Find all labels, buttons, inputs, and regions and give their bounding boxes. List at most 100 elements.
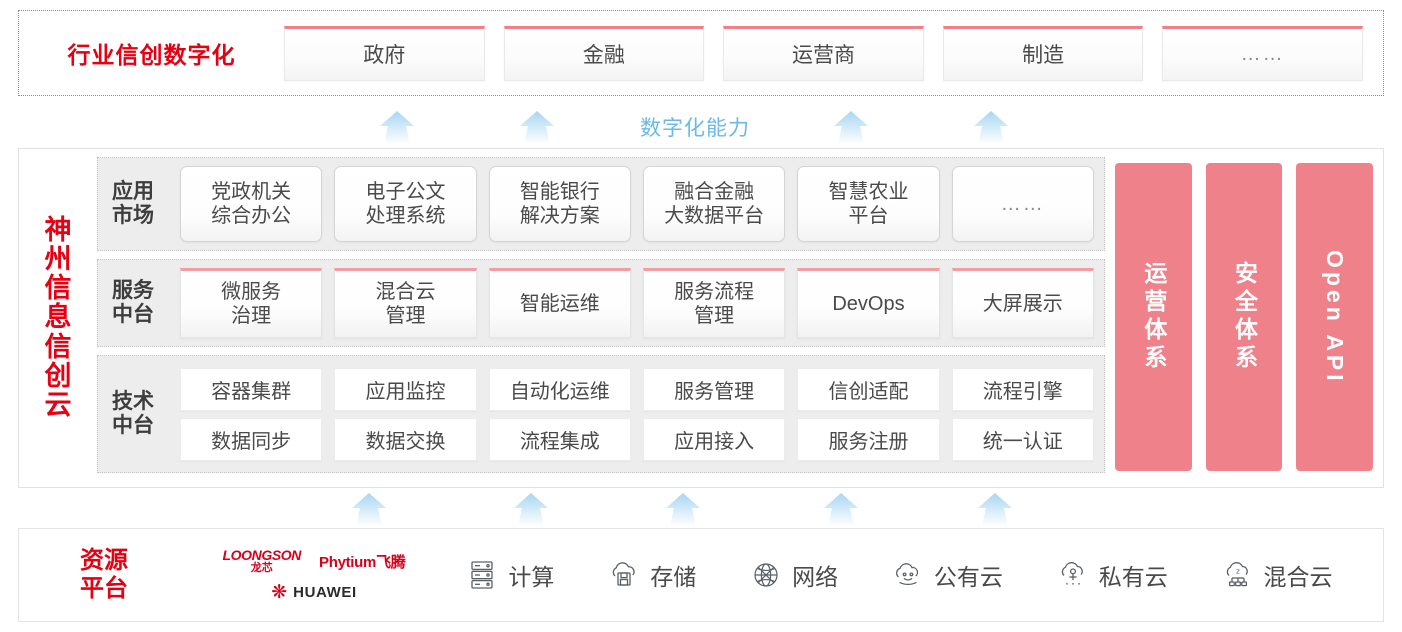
public-cloud-icon	[895, 563, 918, 586]
cell-line-2: 大数据平台	[664, 205, 765, 227]
side-bar-operations-system[interactable]: 运营体系	[1115, 163, 1192, 471]
app-cell-smart-bank-solution[interactable]: 智能银行 解决方案	[488, 166, 631, 242]
app-cell-smart-agriculture-platform[interactable]: 智慧农业 平台	[797, 166, 940, 242]
industry-band: 行业信创数字化 政府 金融 运营商 制造 ……	[18, 10, 1384, 96]
industry-box-government[interactable]: 政府	[284, 25, 485, 81]
app-cell-more[interactable]: ……	[951, 166, 1094, 242]
flow-arrow-up-4	[968, 110, 1014, 144]
cell-line-2: 解决方案	[519, 205, 600, 227]
flow-arrow-up-3	[828, 110, 874, 144]
layer-tech-platform: 技术 中台 容器集群 应用监控 自动化运维 服务管理 信创适配 流程引擎	[97, 355, 1105, 473]
hybrid-cloud-icon: z	[1226, 562, 1248, 587]
loongson-logo-en: LOONGSON	[222, 547, 302, 563]
layer-service-cells: 微服务 治理 混合云 管理 智能运维 服务流程 管理	[180, 268, 1094, 338]
resource-item-network[interactable]: 网络	[749, 558, 838, 592]
layer-tech-grid: 容器集群 应用监控 自动化运维 服务管理 信创适配 流程引擎 数据同步 数据交换…	[180, 367, 1094, 461]
cell-line-1: 混合云	[375, 280, 436, 303]
resource-platform-title: 资源 平台	[19, 547, 189, 604]
app-cell-party-government-office[interactable]: 党政机关 综合办公	[180, 166, 323, 242]
service-cell-large-screen-display[interactable]: 大屏展示	[951, 268, 1094, 338]
huawei-flower-icon: ❋	[271, 582, 288, 603]
network-globe-icon	[754, 563, 778, 587]
server-icon	[471, 561, 494, 589]
cell-line-1: DevOps	[832, 292, 905, 315]
cell-line-1: 微服务	[221, 280, 282, 303]
cloud-title-char-5: 信	[44, 331, 72, 362]
resource-item-storage[interactable]: 存储	[607, 558, 696, 592]
tech-cell-data-exchange[interactable]: 数据交换	[334, 417, 477, 461]
cloud-title-char-7: 云	[44, 389, 72, 420]
resource-item-compute[interactable]: 计算	[465, 558, 554, 592]
industry-box-more[interactable]: ……	[1162, 25, 1363, 81]
industry-box-list: 政府 金融 运营商 制造 ……	[284, 25, 1383, 81]
tech-cell-app-access[interactable]: 应用接入	[642, 417, 786, 461]
cell-line-1: ……	[1000, 192, 1045, 215]
cell-line-1: 智慧农业	[828, 180, 909, 203]
cell-line-1: 电子公文	[365, 180, 446, 203]
tech-cell-unified-auth[interactable]: 统一认证	[951, 417, 1094, 461]
service-cell-service-process-management[interactable]: 服务流程 管理	[642, 268, 786, 338]
resource-item-list: 计算 存储	[439, 558, 1383, 592]
tech-cell-data-sync[interactable]: 数据同步	[180, 417, 323, 461]
private-cloud-icon	[1061, 562, 1083, 586]
flow-arrow-up-2	[514, 110, 560, 144]
resource-item-hybrid-cloud[interactable]: z 混合云	[1221, 558, 1333, 592]
service-cell-microservice-governance[interactable]: 微服务 治理	[180, 268, 323, 338]
layer-app-market: 应用 市场 党政机关 综合办公 电子公文 处理系统 智能银行	[97, 157, 1105, 251]
service-cell-smart-ops[interactable]: 智能运维	[488, 268, 631, 338]
resource-item-public-cloud[interactable]: 公有云	[891, 558, 1003, 592]
side-bar-security-system[interactable]: 安全体系	[1205, 163, 1283, 471]
resource-title-line1: 资源	[80, 546, 128, 574]
side-bar-open-api[interactable]: Open API	[1296, 163, 1374, 471]
tech-cell-process-engine[interactable]: 流程引擎	[951, 367, 1094, 411]
flow-arrow-up-1	[374, 110, 420, 144]
industry-box-operator[interactable]: 运营商	[723, 25, 924, 81]
tech-cell-service-registry[interactable]: 服务注册	[797, 417, 940, 461]
cloud-panel-vertical-title: 神 州 信 息 信 创 云	[19, 149, 97, 487]
layer-tech-platform-label: 技术 中台	[108, 390, 180, 437]
cell-line-2: 管理	[385, 305, 426, 327]
app-cell-e-document-system[interactable]: 电子公文 处理系统	[334, 166, 477, 242]
service-cell-hybrid-cloud-management[interactable]: 混合云 管理	[334, 268, 477, 338]
flow-arrow-low-2	[508, 492, 554, 526]
tech-cell-xinchuang-adaptation[interactable]: 信创适配	[797, 367, 940, 411]
service-cell-devops[interactable]: DevOps	[797, 268, 940, 338]
flow-arrow-low-3	[660, 492, 706, 526]
cloud-title-char-6: 创	[44, 360, 72, 391]
side-bar-open-api-label: Open API	[1322, 249, 1349, 385]
vendor-logo-group: LOONGSON 龙芯 Phytium飞腾 ❋ HUAWEI	[189, 548, 439, 602]
industry-band-title: 行业信创数字化	[67, 42, 236, 68]
layer-app-market-label-line2: 市场	[112, 204, 154, 227]
layer-service-platform-label: 服务 中台	[108, 279, 180, 326]
resource-item-public-cloud-label: 公有云	[933, 564, 1003, 590]
cell-line-1: 智能银行	[519, 180, 600, 203]
cloud-title-char-3: 信	[44, 273, 72, 304]
loongson-logo-cn: 龙芯	[250, 562, 273, 574]
industry-box-manufacturing[interactable]: 制造	[942, 25, 1144, 81]
tech-cell-process-integration[interactable]: 流程集成	[488, 417, 631, 461]
layer-service-label-line2: 中台	[112, 303, 154, 326]
layer-app-market-label-line1: 应用	[112, 180, 154, 204]
cell-line-2: 综合办公	[211, 205, 292, 227]
vendor-logo-row-1: LOONGSON 龙芯 Phytium飞腾	[223, 548, 406, 574]
resource-item-private-cloud[interactable]: 私有云	[1056, 558, 1168, 592]
app-cell-finance-bigdata-platform[interactable]: 融合金融 大数据平台	[642, 166, 786, 242]
cell-line-2: 治理	[231, 305, 272, 327]
industry-box-finance[interactable]: 金融	[503, 25, 705, 81]
tech-cell-automated-ops[interactable]: 自动化运维	[488, 367, 631, 411]
vendor-logo-row-2: ❋ HUAWEI	[271, 583, 357, 602]
huawei-logo: ❋ HUAWEI	[271, 583, 357, 602]
flow-arrow-low-1	[346, 492, 392, 526]
tech-cell-app-monitoring[interactable]: 应用监控	[334, 367, 477, 411]
cell-line-1: 大屏展示	[982, 292, 1063, 315]
capability-label: 数字化能力	[640, 117, 750, 140]
cell-line-2: 处理系统	[365, 205, 446, 227]
layer-service-platform: 服务 中台 微服务 治理 混合云 管理 智能运维	[97, 259, 1105, 347]
tech-cell-container-cluster[interactable]: 容器集群	[180, 367, 323, 411]
cell-line-1: 党政机关	[211, 180, 292, 203]
cloud-side-bars: 运营体系 安全体系 Open API	[1115, 157, 1374, 479]
resource-title-line2: 平台	[80, 575, 128, 602]
svg-text:z: z	[1236, 568, 1240, 576]
layer-app-market-cells: 党政机关 综合办公 电子公文 处理系统 智能银行 解决方案 融合金融	[180, 166, 1094, 242]
tech-cell-service-management[interactable]: 服务管理	[642, 367, 786, 411]
